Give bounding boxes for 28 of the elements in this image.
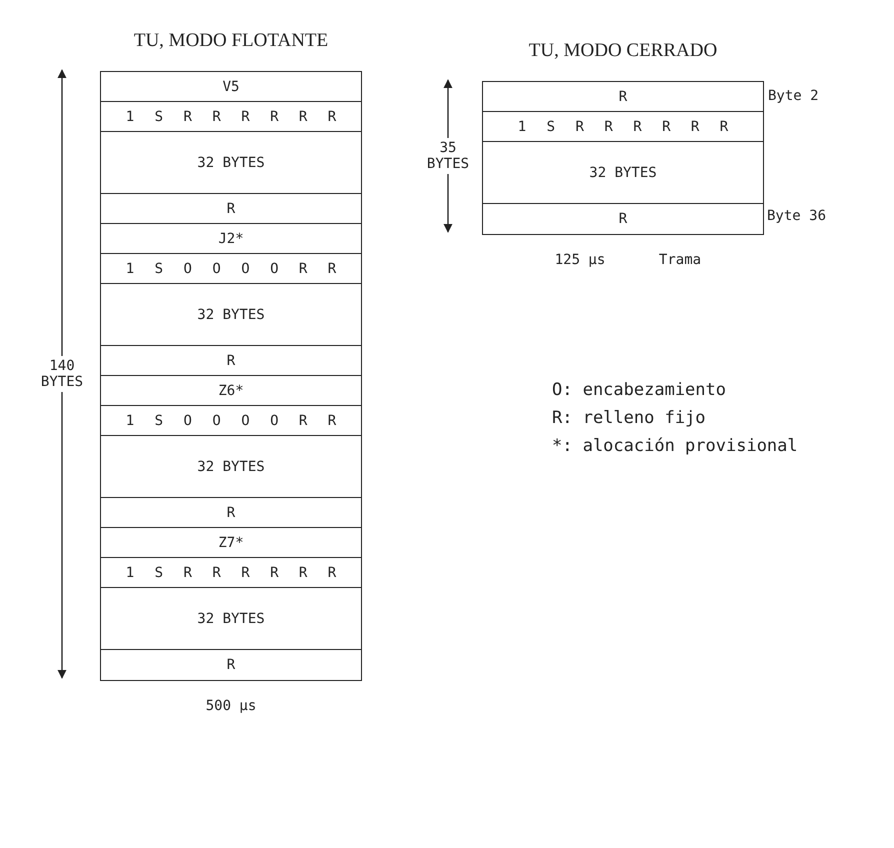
field-row: J2* bbox=[101, 224, 361, 254]
field-row: V5 bbox=[101, 72, 361, 102]
field-row: 1 S R R R R R R bbox=[101, 102, 361, 132]
field-row: R bbox=[101, 194, 361, 224]
legend-note: R: relleno fijo bbox=[552, 408, 706, 428]
byte-label: Byte 2 bbox=[768, 88, 819, 104]
field-row: 32 BYTES bbox=[101, 284, 361, 346]
field-row: Z7* bbox=[101, 528, 361, 558]
field-row: R bbox=[101, 650, 361, 680]
field-row: R bbox=[483, 204, 763, 234]
frame-title: TU, MODO FLOTANTE bbox=[132, 30, 330, 52]
field-row: 1 S R R R R R R bbox=[101, 558, 361, 588]
field-row: 32 BYTES bbox=[101, 436, 361, 498]
legend-note: O: encabezamiento bbox=[552, 380, 726, 400]
duration-label: 500 µs bbox=[206, 698, 256, 714]
legend-note: *: alocación provisional bbox=[552, 436, 798, 456]
field-row: R bbox=[101, 346, 361, 376]
field-row: R bbox=[101, 498, 361, 528]
field-row: 1 S R R R R R R bbox=[483, 112, 763, 142]
field-row: 32 BYTES bbox=[101, 132, 361, 194]
duration-label: 125 µs bbox=[554, 252, 606, 268]
byte-label: Byte 36 bbox=[767, 208, 826, 224]
frame-title: TU, MODO CERRADO bbox=[528, 40, 718, 62]
field-row: 1 S O O O O R R bbox=[101, 406, 361, 436]
field-row: 32 BYTES bbox=[101, 588, 361, 650]
field-row: 1 S O O O O R R bbox=[101, 254, 361, 284]
field-row: 32 BYTES bbox=[483, 142, 763, 204]
field-row: Z6* bbox=[101, 376, 361, 406]
